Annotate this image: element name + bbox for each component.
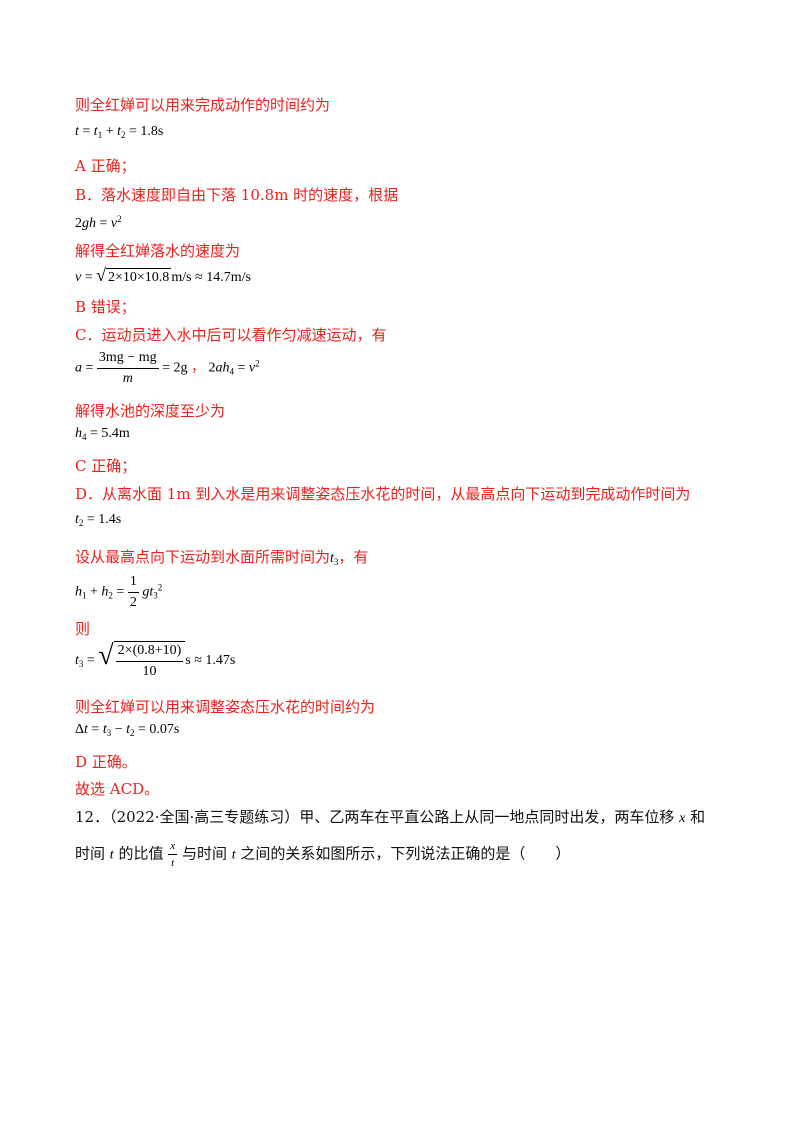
fraction-t3: 2×(0.8+10)10 xyxy=(113,641,186,680)
line-c-solve: 解得水池的深度至少为 xyxy=(75,402,226,420)
formula-t2: t2 = 1.4s xyxy=(75,512,122,528)
formula-2gh: 2gh = v2 xyxy=(75,214,122,231)
question-source: （2022·全国·高三专题练习） xyxy=(109,808,300,826)
line-d-result: 则全红婵可以用来调整姿态压水花的时间约为 xyxy=(75,698,376,716)
line-d-set: 设从最高点向下运动到水面所需时间为t3，有 xyxy=(75,548,369,567)
line-c-correct: C 正确； xyxy=(75,457,137,475)
question-12-line1: 12．（2022·全国·高三专题练习）甲、乙两车在平直公路上从同一地点同时出发，… xyxy=(75,808,706,826)
line-answer: 故选 ACD。 xyxy=(75,780,160,798)
line-c-intro: C．运动员进入水中后可以看作匀减速运动，有 xyxy=(75,326,387,344)
line-time-available: 则全红婵可以用来完成动作的时间约为 xyxy=(75,96,331,114)
line-b-solve: 解得全红婵落水的速度为 xyxy=(75,242,241,260)
line-b-wrong: B 错误； xyxy=(75,298,136,316)
line-d-intro: D．从离水面 1m 到入水是用来调整姿态压水花的时间，从最高点向下运动到完成动作… xyxy=(75,485,691,503)
line-b-intro: B．落水速度即自由下落 10.8m 时的速度，根据 xyxy=(75,186,399,204)
formula-t-total: t = t1 + t2 = 1.8s xyxy=(75,124,164,140)
formula-h4: h4 = 5.4m xyxy=(75,426,130,442)
line-d-then: 则 xyxy=(75,620,91,638)
line-a-correct: A 正确； xyxy=(75,157,136,175)
question-number: 12． xyxy=(75,808,110,826)
line-d-correct: D 正确。 xyxy=(75,753,137,771)
formula-delta-t: Δt = t3 − t2 = 0.07s xyxy=(75,722,180,738)
